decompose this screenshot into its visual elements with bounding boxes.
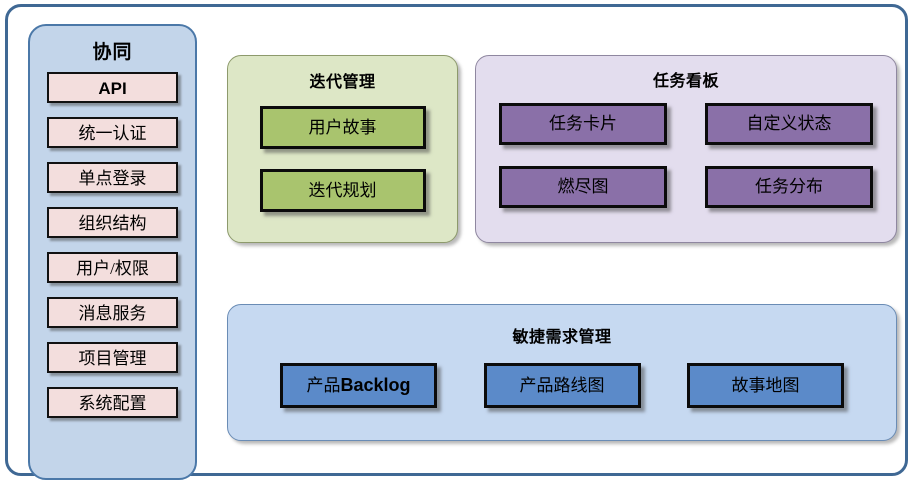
module-story-map[interactable]: 故事地图 bbox=[687, 363, 844, 408]
panel-title-iteration-management: 迭代管理 bbox=[309, 74, 376, 91]
sidebar-item-label: 统一认证 bbox=[78, 124, 147, 143]
module-label-cn: 产品 bbox=[306, 376, 341, 395]
module-task-card[interactable]: 任务卡片 bbox=[499, 103, 667, 145]
module-label: 任务分布 bbox=[755, 177, 823, 196]
module-label: 自定义状态 bbox=[746, 114, 832, 133]
sidebar-item-label: API bbox=[98, 79, 127, 98]
panel-agile-requirement-management: 敏捷需求管理 产品Backlog 产品路线图 故事地图 bbox=[227, 304, 897, 441]
module-product-backlog[interactable]: 产品Backlog bbox=[280, 363, 437, 408]
module-label-latin: Backlog bbox=[340, 375, 411, 395]
sidebar-item-single-sign-on[interactable]: 单点登录 bbox=[47, 162, 178, 193]
sidebar-item-message-service[interactable]: 消息服务 bbox=[47, 297, 178, 328]
sidebar-item-label: 系统配置 bbox=[78, 394, 147, 413]
sidebar-title: 协同 bbox=[92, 42, 133, 63]
module-label-cn: 产品路线图 bbox=[519, 376, 605, 395]
sidebar-item-label: 组织结构 bbox=[78, 214, 147, 233]
module-label: 任务卡片 bbox=[549, 114, 617, 133]
panel-iteration-management: 迭代管理 用户故事 迭代规划 bbox=[227, 55, 458, 243]
sidebar-panel-collaboration: 协同 API 统一认证 单点登录 组织结构 用户/权限 消息服务 项目管理 bbox=[28, 24, 197, 480]
diagram-outer-frame: 协同 API 统一认证 单点登录 组织结构 用户/权限 消息服务 项目管理 bbox=[5, 4, 908, 480]
sidebar-item-org-structure[interactable]: 组织结构 bbox=[47, 207, 178, 238]
sidebar-item-unified-auth[interactable]: 统一认证 bbox=[47, 117, 178, 148]
panel-task-board: 任务看板 任务卡片 自定义状态 燃尽图 任务分布 bbox=[475, 55, 897, 243]
sidebar-item-list: API 统一认证 单点登录 组织结构 用户/权限 消息服务 项目管理 系统配置 bbox=[30, 72, 195, 418]
panel-title-task-board: 任务看板 bbox=[652, 73, 719, 90]
sidebar-item-label: 项目管理 bbox=[78, 349, 147, 368]
sidebar-item-api[interactable]: API bbox=[47, 72, 178, 103]
sidebar-item-project-management[interactable]: 项目管理 bbox=[47, 342, 178, 373]
module-label: 燃尽图 bbox=[557, 177, 609, 196]
panel-title-agile-requirement-management: 敏捷需求管理 bbox=[512, 329, 612, 346]
sidebar-item-label: 单点登录 bbox=[78, 169, 147, 188]
module-product-roadmap[interactable]: 产品路线图 bbox=[483, 363, 641, 408]
sidebar-item-label: 消息服务 bbox=[78, 304, 147, 323]
sidebar-item-user-permission[interactable]: 用户/权限 bbox=[47, 252, 178, 283]
module-iteration-plan[interactable]: 迭代规划 bbox=[259, 169, 426, 212]
module-label-cn: 故事地图 bbox=[731, 376, 800, 395]
module-user-story[interactable]: 用户故事 bbox=[259, 106, 426, 149]
agile-module-row: 产品Backlog 产品路线图 故事地图 bbox=[228, 363, 896, 408]
module-burndown-chart[interactable]: 燃尽图 bbox=[499, 166, 667, 208]
module-custom-status[interactable]: 自定义状态 bbox=[705, 103, 873, 145]
module-label: 用户故事 bbox=[308, 118, 377, 137]
sidebar-item-system-config[interactable]: 系统配置 bbox=[47, 387, 178, 418]
module-task-distribution[interactable]: 任务分布 bbox=[705, 166, 873, 208]
module-label: 迭代规划 bbox=[308, 181, 377, 200]
sidebar-item-label: 用户/权限 bbox=[76, 259, 149, 278]
task-board-module-grid: 任务卡片 自定义状态 燃尽图 任务分布 bbox=[476, 103, 896, 208]
